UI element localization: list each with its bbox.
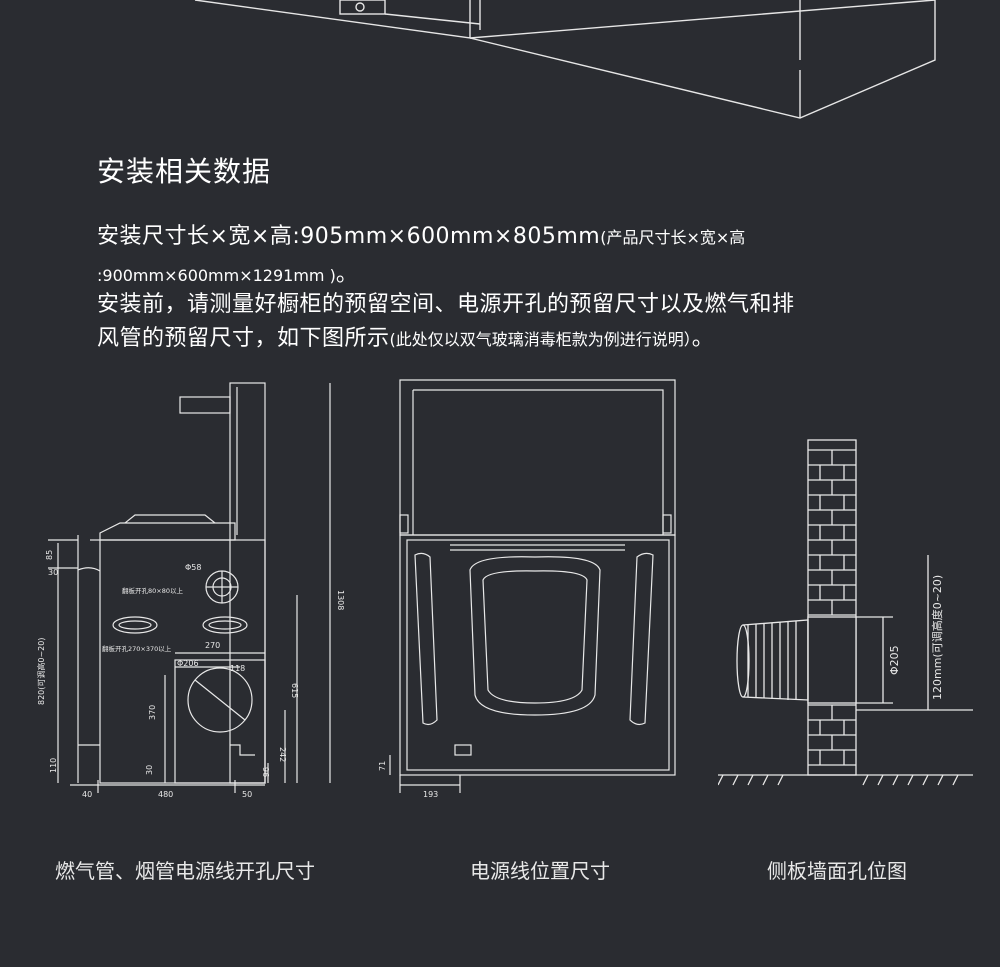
power-cord-position-diagram: 71 193: [378, 379, 676, 799]
measure-instruction-line-2: 风管的预留尺寸，如下图所示(此处仅以双气玻璃消毒柜款为例进行说明）。: [97, 320, 714, 352]
top-cabinet-outline: [194, 0, 936, 119]
hole1-label: 翻板开孔80×80以上: [122, 586, 183, 595]
dim-820: 820(可调高0~20): [36, 638, 46, 705]
dim-206: Φ206: [177, 659, 199, 668]
caption-power-cord: 电源线位置尺寸: [470, 859, 610, 883]
dim-270: 270: [205, 641, 220, 650]
dim-40: 40: [82, 790, 92, 799]
install-size-text: 安装尺寸长×宽×高:905mm×600mm×805mm: [97, 224, 601, 249]
dim-110: 110: [49, 758, 58, 773]
dim-480: 480: [158, 790, 173, 799]
dim-50: 50: [242, 790, 252, 799]
caption-gas-flue: 燃气管、烟管电源线开孔尺寸: [55, 859, 315, 883]
dim-30: 30: [48, 568, 58, 577]
dim-370: 370: [148, 705, 157, 720]
gas-flue-cutout-diagram: 85 30 820(可调高0~20) 110 40 480 50 1308 Φ5…: [36, 382, 345, 799]
hole2-label: 翻板开孔270×370以上: [102, 644, 172, 653]
period-end: 。: [691, 326, 715, 351]
dim-96: 96: [261, 767, 270, 777]
dim-1308: 1308: [336, 590, 345, 610]
install-size-line: 安装尺寸长×宽×高:905mm×600mm×805mm(产品尺寸长×宽×高: [97, 218, 745, 250]
measure-instruction-line: 安装前，请测量好橱柜的预留空间、电源开孔的预留尺寸以及燃气和排: [97, 292, 795, 317]
dim-242: 242: [278, 747, 287, 762]
pipe-reserve-text: 风管的预留尺寸，如下图所示: [97, 326, 390, 351]
period: 。: [335, 262, 359, 287]
product-size-line: :900mm×600mm×1291mm )。: [97, 256, 358, 288]
dim-615: 615: [290, 683, 299, 698]
side-panel-wall-hole-diagram: Φ205 120mm(可调高度0~20): [718, 439, 973, 786]
dim-120: 120mm(可调高度0~20): [930, 575, 944, 700]
product-size-text: (产品尺寸长×宽×高: [600, 228, 746, 247]
dim-71: 71: [378, 761, 387, 771]
dim-30b: 30: [145, 765, 154, 775]
example-note: (此处仅以双气玻璃消毒柜款为例进行说明）: [389, 330, 692, 349]
section-heading: 安装相关数据: [97, 155, 272, 188]
dim-58: Φ58: [185, 563, 201, 572]
product-size-value: :900mm×600mm×1291mm ): [97, 266, 336, 285]
dim-85: 85: [45, 550, 54, 560]
caption-wall-hole: 侧板墙面孔位图: [767, 859, 907, 883]
dim-205: Φ205: [888, 645, 901, 675]
dim-193: 193: [423, 790, 438, 799]
dim-118: 118: [230, 664, 245, 673]
